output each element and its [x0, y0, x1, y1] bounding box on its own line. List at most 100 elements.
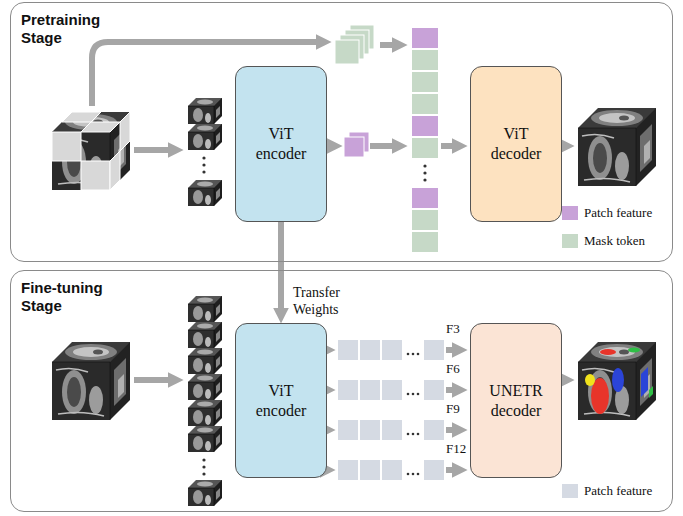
token-column — [412, 28, 438, 252]
feature-rows — [412, 393, 415, 396]
feature-rows — [417, 353, 420, 356]
feature-rows — [424, 340, 444, 360]
feature-rows — [407, 433, 410, 436]
feature-rows — [407, 353, 410, 356]
legend-entry: Mask token — [562, 234, 645, 248]
segmented-volume — [612, 368, 624, 392]
token-column — [423, 164, 426, 167]
masked-input-volume — [52, 112, 130, 190]
flow-arrow — [446, 347, 452, 353]
reconstructed-volume — [578, 108, 656, 186]
masked-input-volume — [120, 112, 130, 151]
patch-feature-stack — [344, 137, 364, 157]
patch-column — [202, 170, 205, 173]
feature-rows — [424, 460, 444, 480]
feature-label: F9 — [446, 402, 460, 416]
token-column — [412, 116, 438, 136]
masked-input-volume — [81, 161, 110, 190]
feature-rows — [424, 420, 444, 440]
segmented-volume — [578, 342, 656, 420]
model-block: ViT encoder — [235, 66, 327, 222]
patch-column — [188, 374, 222, 400]
feature-rows — [360, 420, 380, 440]
feature-label: F12 — [446, 442, 466, 456]
feature-rows — [338, 460, 358, 480]
legend-swatch — [562, 234, 578, 248]
feature-rows — [412, 473, 415, 476]
segmented-volume — [585, 374, 595, 386]
token-column — [423, 171, 426, 174]
feature-rows — [382, 460, 402, 480]
segmented-volume — [641, 367, 648, 397]
token-column — [412, 50, 438, 70]
mask-token-stack — [335, 40, 359, 64]
token-column — [412, 72, 438, 92]
token-column — [412, 138, 438, 158]
masked-input-volume — [81, 122, 120, 132]
patch-column — [202, 458, 205, 461]
feature-rows — [360, 380, 380, 400]
stage-title: Pretraining Stage — [21, 11, 116, 47]
model-block: ViT encoder — [235, 323, 327, 478]
feature-rows — [412, 353, 415, 356]
masked-input-volume — [52, 112, 130, 190]
patch-column — [202, 163, 205, 166]
feature-rows — [338, 340, 444, 480]
legend-label: Patch feature — [584, 483, 652, 499]
block-label: ViT encoder — [236, 124, 326, 164]
legend-label: Mask token — [584, 233, 645, 249]
transfer-arrow — [278, 222, 284, 308]
patch-column — [188, 426, 222, 452]
feature-rows — [407, 473, 410, 476]
block-label: ViT decoder — [471, 124, 561, 164]
legend-entry: Patch feature — [562, 206, 652, 220]
patch-column — [188, 400, 222, 426]
reconstructed-volume — [578, 108, 656, 186]
patch-column — [202, 465, 205, 468]
model-block: UNETR decoder — [470, 323, 562, 478]
block-label: ViT encoder — [236, 381, 326, 421]
segmented-volume — [628, 348, 640, 353]
input-volume — [52, 342, 130, 420]
feature-label: F3 — [446, 322, 460, 336]
legend-label: Patch feature — [584, 205, 652, 221]
segmented-volume — [578, 342, 656, 420]
patch-column — [188, 348, 222, 374]
feature-rows — [382, 340, 402, 360]
feature-rows — [407, 393, 410, 396]
flow-arrow — [134, 147, 168, 153]
legend-entry: Patch feature — [562, 484, 652, 498]
patch-column — [202, 156, 205, 159]
patch-feature-stack — [344, 132, 369, 157]
patch-column — [188, 124, 222, 150]
flow-arrow — [380, 42, 392, 48]
stage-panel: ViT encoder ViT decoder Pretraining Stage — [10, 2, 673, 262]
segmented-volume — [649, 386, 653, 398]
feature-rows — [417, 433, 420, 436]
token-column — [423, 178, 426, 181]
flow-arrow — [446, 467, 452, 473]
feature-rows — [417, 393, 420, 396]
flow-arrow — [134, 377, 168, 383]
feature-rows — [338, 420, 358, 440]
masked-input-volume — [52, 112, 130, 190]
flow-arrow — [441, 143, 452, 149]
input-volume — [52, 342, 130, 420]
masked-input-volume — [52, 132, 81, 161]
token-column — [412, 210, 438, 230]
mask-token-stack — [335, 25, 374, 64]
patch-column — [202, 472, 205, 475]
flow-arrow — [446, 387, 452, 393]
patch-column — [188, 480, 222, 506]
feature-rows — [412, 433, 415, 436]
feature-rows — [382, 380, 402, 400]
feature-label: F6 — [446, 362, 460, 376]
flow-arrow — [370, 143, 392, 149]
patch-column — [188, 322, 222, 348]
patch-column — [188, 296, 222, 506]
legend-swatch — [562, 484, 578, 498]
model-block: ViT decoder — [470, 66, 562, 222]
legend-swatch — [562, 206, 578, 220]
